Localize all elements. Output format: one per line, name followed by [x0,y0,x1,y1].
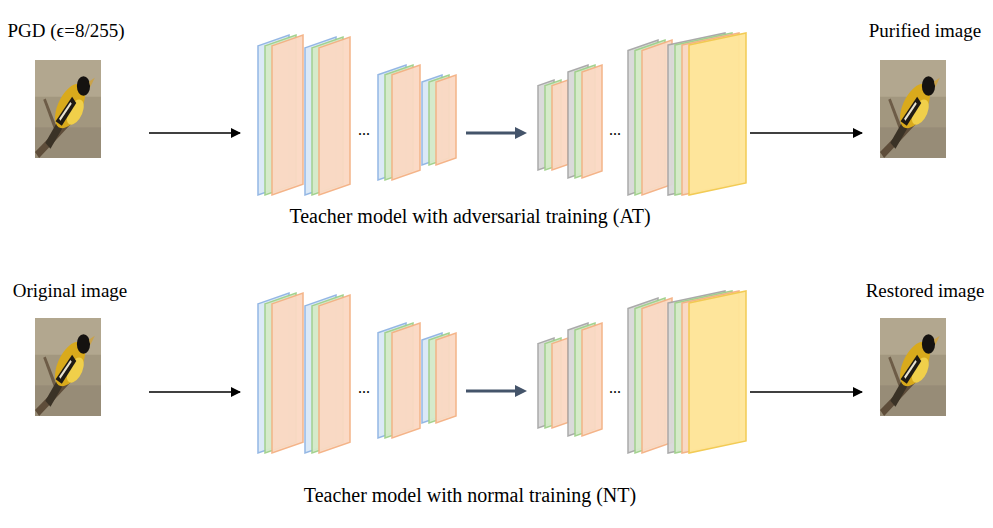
network-illustration [255,283,750,458]
layer-slab [582,323,602,436]
bottleneck-arrow [466,132,517,135]
bird-beak [934,78,940,87]
image-node: Purified image [880,60,946,158]
ellipsis-label: ... [358,380,370,396]
layer-slab [689,291,746,453]
bird-photo [880,318,946,416]
bird-body [50,76,91,137]
bird-body [895,76,936,137]
image-label-holder: Restored image [866,280,985,302]
network-illustration [255,25,750,200]
layer-slab [272,293,303,453]
image-label-holder: Purified image [869,20,981,42]
photo-background [880,318,946,416]
photo-background [35,318,101,416]
layer-slab [319,295,350,453]
ellipsis-label: ... [609,122,621,138]
bird-wing [56,97,77,126]
layer-slab [392,323,420,438]
arrow-connector [750,391,862,392]
bird-photo [35,60,101,158]
layer-slab [689,33,746,195]
layer-slab [436,333,456,423]
network-node: Teacher model with adversarial training … [255,25,750,230]
bird-head [77,76,90,96]
arrow-connector [149,391,240,392]
image-label-holder: Original image [13,280,128,302]
image-label: PGD (ϵ=8/255) [7,20,124,42]
bird-wing [56,355,77,384]
image-label: Original image [13,280,128,302]
network-node: Teacher model with normal training (NT) [255,283,750,508]
layer-slab [436,75,456,165]
model-caption: Teacher model with adversarial training … [289,204,650,228]
bird-head [77,334,90,354]
ellipsis-label: ... [609,380,621,396]
arrow-connector [149,132,240,133]
caption-holder: Teacher model with normal training (NT) [304,483,636,507]
wing-bar [905,103,916,120]
wing-bar [60,103,71,120]
model-caption: Teacher model with normal training (NT) [304,483,636,507]
photo-background [880,60,946,158]
bird-wing [901,355,922,384]
layer-slab [272,35,303,195]
bird-head [922,334,935,354]
image-label: Restored image [866,280,985,302]
bird-beak [934,336,940,345]
layer-slab [319,37,350,195]
wing-bar [60,361,71,378]
bird-beak [89,336,95,345]
bird-photo [35,318,101,416]
image-node: Original image [35,318,101,416]
arrow-connector [750,132,862,133]
bird-head [922,76,935,96]
caption-holder: Teacher model with adversarial training … [289,204,650,228]
bird-wing [901,97,922,126]
bottleneck-arrowhead [515,127,527,139]
ellipsis-label: ... [358,122,370,138]
image-node: Restored image [880,318,946,416]
image-label-holder: PGD (ϵ=8/255) [7,20,124,42]
wing-bar [905,361,916,378]
layer-slab [552,338,568,428]
layer-slab [582,65,602,178]
image-node: PGD (ϵ=8/255) [35,60,101,158]
bottleneck-arrowhead [515,385,527,397]
layer-slab [392,65,420,180]
photo-background [35,60,101,158]
bird-beak [89,78,95,87]
layer-slab [552,80,568,170]
bottleneck-arrow [466,390,517,393]
bird-body [895,334,936,395]
bird-photo [880,60,946,158]
bird-body [50,334,91,395]
image-label: Purified image [869,20,981,42]
